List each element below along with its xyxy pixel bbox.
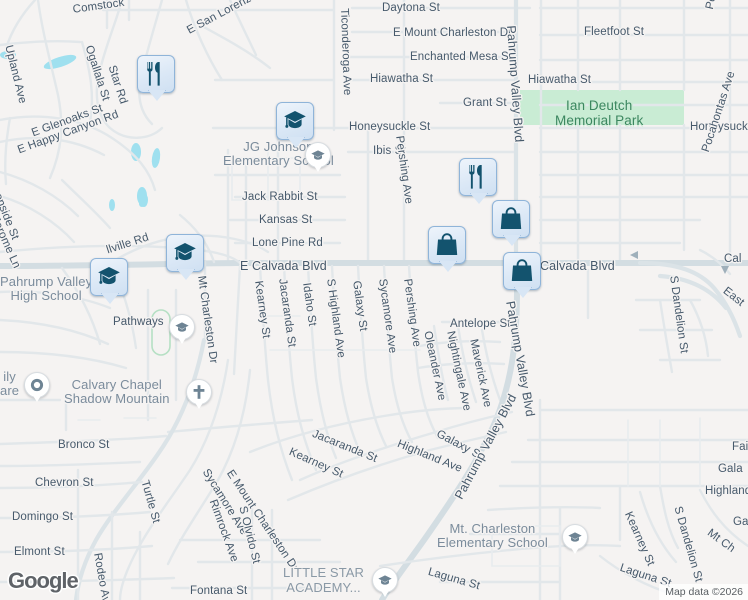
poi-dot-circle-dot[interactable] [24,372,50,403]
poi-nub [313,164,323,172]
poi-dot-school-cap[interactable] [305,142,331,173]
map-marker-shopping[interactable] [492,200,530,246]
poi-nub [570,546,580,554]
park-outline-pathways [151,309,171,356]
poi-dot-school-cap[interactable] [169,314,195,345]
poi-dot-school-cap[interactable] [372,567,398,598]
roads-northwest [0,0,272,244]
roads-vertical-north [105,0,732,293]
map-marker-school[interactable] [276,102,314,148]
poi-nub [380,589,390,597]
map-marker-restaurant[interactable] [459,158,497,204]
roads-east-interchange [630,248,743,374]
park-area-ian-deutch [520,90,684,125]
map-marker-shopping[interactable] [428,226,466,272]
marker-tail [503,235,521,246]
map-attribution: Map data ©2026 [659,584,748,600]
map-marker-restaurant[interactable] [137,55,175,101]
poi-nub [32,394,42,402]
marker-body [137,55,175,93]
marker-tail [439,261,457,272]
marker-tail [148,90,166,101]
map-marker-school[interactable] [166,234,204,280]
roads-horizontal-north [101,6,748,245]
poi-dot-church-cross[interactable] [186,379,212,410]
poi-nub [177,336,187,344]
roads-calvada-south-grid [232,264,440,482]
map-marker-school[interactable] [90,258,128,304]
poi-nub [194,401,204,409]
poi-dot-school-cap[interactable] [562,524,588,555]
marker-tail [287,137,305,148]
roads-south-diagonals [166,406,514,502]
marker-tail [470,193,488,204]
roads-central [0,213,270,422]
marker-tail [514,287,532,298]
google-logo[interactable]: Google [8,568,79,593]
marker-tail [177,269,195,280]
map-marker-shopping[interactable] [503,252,541,298]
roads-southwest [0,337,342,600]
marker-tail [101,293,119,304]
poi-circle [562,524,588,550]
roads-antelope-block [416,268,590,404]
road-pahrump-valley-blvd-south [379,287,520,600]
campus-outlines [231,149,561,567]
